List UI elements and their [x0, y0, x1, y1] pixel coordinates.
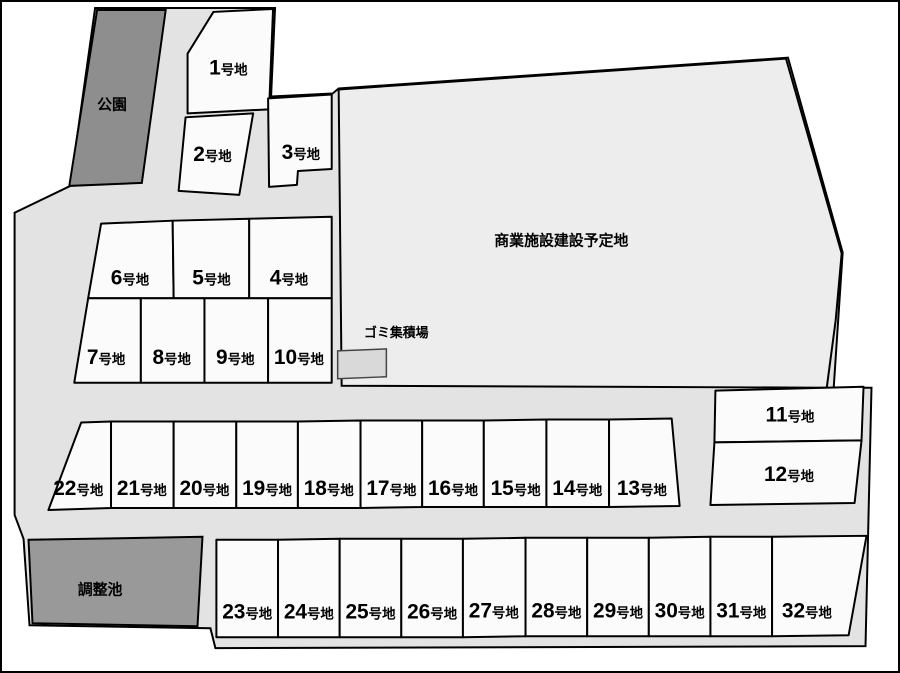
lot-19: 19号地 — [235, 420, 299, 509]
lot-30: 30号地 — [647, 535, 712, 638]
lot-2-label: 2号地 — [193, 143, 232, 166]
lot-28-label: 28号地 — [531, 599, 582, 622]
lot-20-label: 20号地 — [179, 477, 230, 500]
lot-22-label: 22号地 — [53, 477, 104, 500]
lot-25: 25号地 — [338, 537, 403, 639]
lot-2-shape — [177, 112, 255, 196]
lot-25-label: 25号地 — [345, 600, 396, 623]
lot-19-label: 19号地 — [242, 477, 293, 500]
lot-27-label: 27号地 — [469, 599, 520, 622]
pond-area-shape — [27, 535, 204, 628]
lot-15-label: 15号地 — [491, 477, 542, 500]
lot-4-label: 4号地 — [270, 266, 309, 289]
lot-32-shape — [771, 534, 868, 638]
commercial-area-shape — [337, 57, 843, 389]
lot-24: 24号地 — [277, 537, 341, 639]
lot-28: 28号地 — [524, 536, 589, 638]
lot-16-label: 16号地 — [428, 477, 479, 500]
lot-8-shape — [139, 297, 206, 384]
lot-16: 16号地 — [421, 419, 485, 508]
lot-5: 5号地 — [171, 217, 251, 300]
pond-area-label: 調整池 — [78, 580, 123, 598]
lot-7-label: 7号地 — [87, 346, 126, 369]
lot-20: 20号地 — [172, 420, 238, 509]
lot-24-label: 24号地 — [284, 600, 335, 623]
lot-3-label: 3号地 — [282, 141, 321, 164]
lot-6-label: 6号地 — [111, 266, 150, 289]
lot-13-shape — [608, 417, 681, 508]
lot-21-label: 21号地 — [117, 477, 168, 500]
lot-12-label: 12号地 — [764, 463, 815, 486]
lot-17: 17号地 — [359, 419, 424, 509]
lot-31: 31号地 — [709, 535, 774, 638]
lot-18-label: 18号地 — [304, 477, 355, 500]
lot-15: 15号地 — [482, 418, 548, 508]
lot-3: 3号地 — [267, 93, 333, 188]
lot-2: 2号地 — [177, 112, 255, 196]
lot-21: 21号地 — [110, 420, 175, 509]
lot-27: 27号地 — [461, 536, 527, 639]
pond-area: 調整池 — [27, 535, 204, 628]
lot-23: 23号地 — [215, 538, 280, 639]
lot-10-shape — [267, 297, 333, 384]
lot-10: 10号地 — [267, 297, 333, 384]
lot-13-label: 13号地 — [617, 477, 668, 500]
lot-30-label: 30号地 — [655, 599, 706, 622]
lot-8: 8号地 — [139, 297, 206, 384]
lot-4: 4号地 — [248, 215, 333, 300]
lot-12: 12号地 — [709, 439, 863, 506]
lot-26-label: 26号地 — [407, 600, 458, 623]
lot-9-label: 9号地 — [216, 346, 255, 369]
lot-5-label: 5号地 — [192, 266, 231, 289]
lot-23-label: 23号地 — [222, 600, 273, 623]
park-area-label: 公園 — [97, 96, 127, 113]
lot-17-label: 17号地 — [366, 477, 417, 500]
lot-9-shape — [203, 297, 270, 384]
lot-14: 14号地 — [545, 418, 611, 508]
lot-32: 32号地 — [771, 534, 868, 638]
garbage-box — [336, 348, 388, 380]
lot-1: 1号地 — [186, 7, 275, 115]
lot-31-label: 31号地 — [716, 599, 767, 622]
lot-18: 18号地 — [296, 419, 362, 509]
lot-10-label: 10号地 — [274, 346, 325, 369]
lot-22: 22号地 — [47, 420, 113, 511]
lot-32-label: 32号地 — [782, 599, 833, 622]
commercial-area: 商業施設建設予定地 — [337, 57, 843, 389]
lot-14-label: 14号地 — [552, 477, 603, 500]
lot-9: 9号地 — [203, 297, 270, 384]
lot-29-label: 29号地 — [593, 599, 644, 622]
park-area: 公園 — [68, 8, 167, 187]
lot-11: 11号地 — [713, 385, 865, 444]
lot-1-label: 1号地 — [209, 57, 248, 80]
lot-12-shape — [709, 439, 863, 506]
lot-26: 26号地 — [400, 537, 464, 639]
lot-29: 29号地 — [586, 536, 650, 638]
lot-6: 6号地 — [87, 219, 175, 300]
garbage-area: ゴミ集積場 — [336, 325, 429, 380]
lot-3-shape — [267, 93, 333, 188]
commercial-area-label: 商業施設建設予定地 — [494, 232, 628, 250]
lot-8-label: 8号地 — [152, 346, 191, 369]
lot-13: 13号地 — [608, 417, 681, 508]
garbage-label: ゴミ集積場 — [364, 325, 429, 340]
lot-1-shape — [186, 7, 275, 115]
park-area-shape — [68, 8, 167, 187]
lot-11-label: 11号地 — [766, 403, 815, 426]
